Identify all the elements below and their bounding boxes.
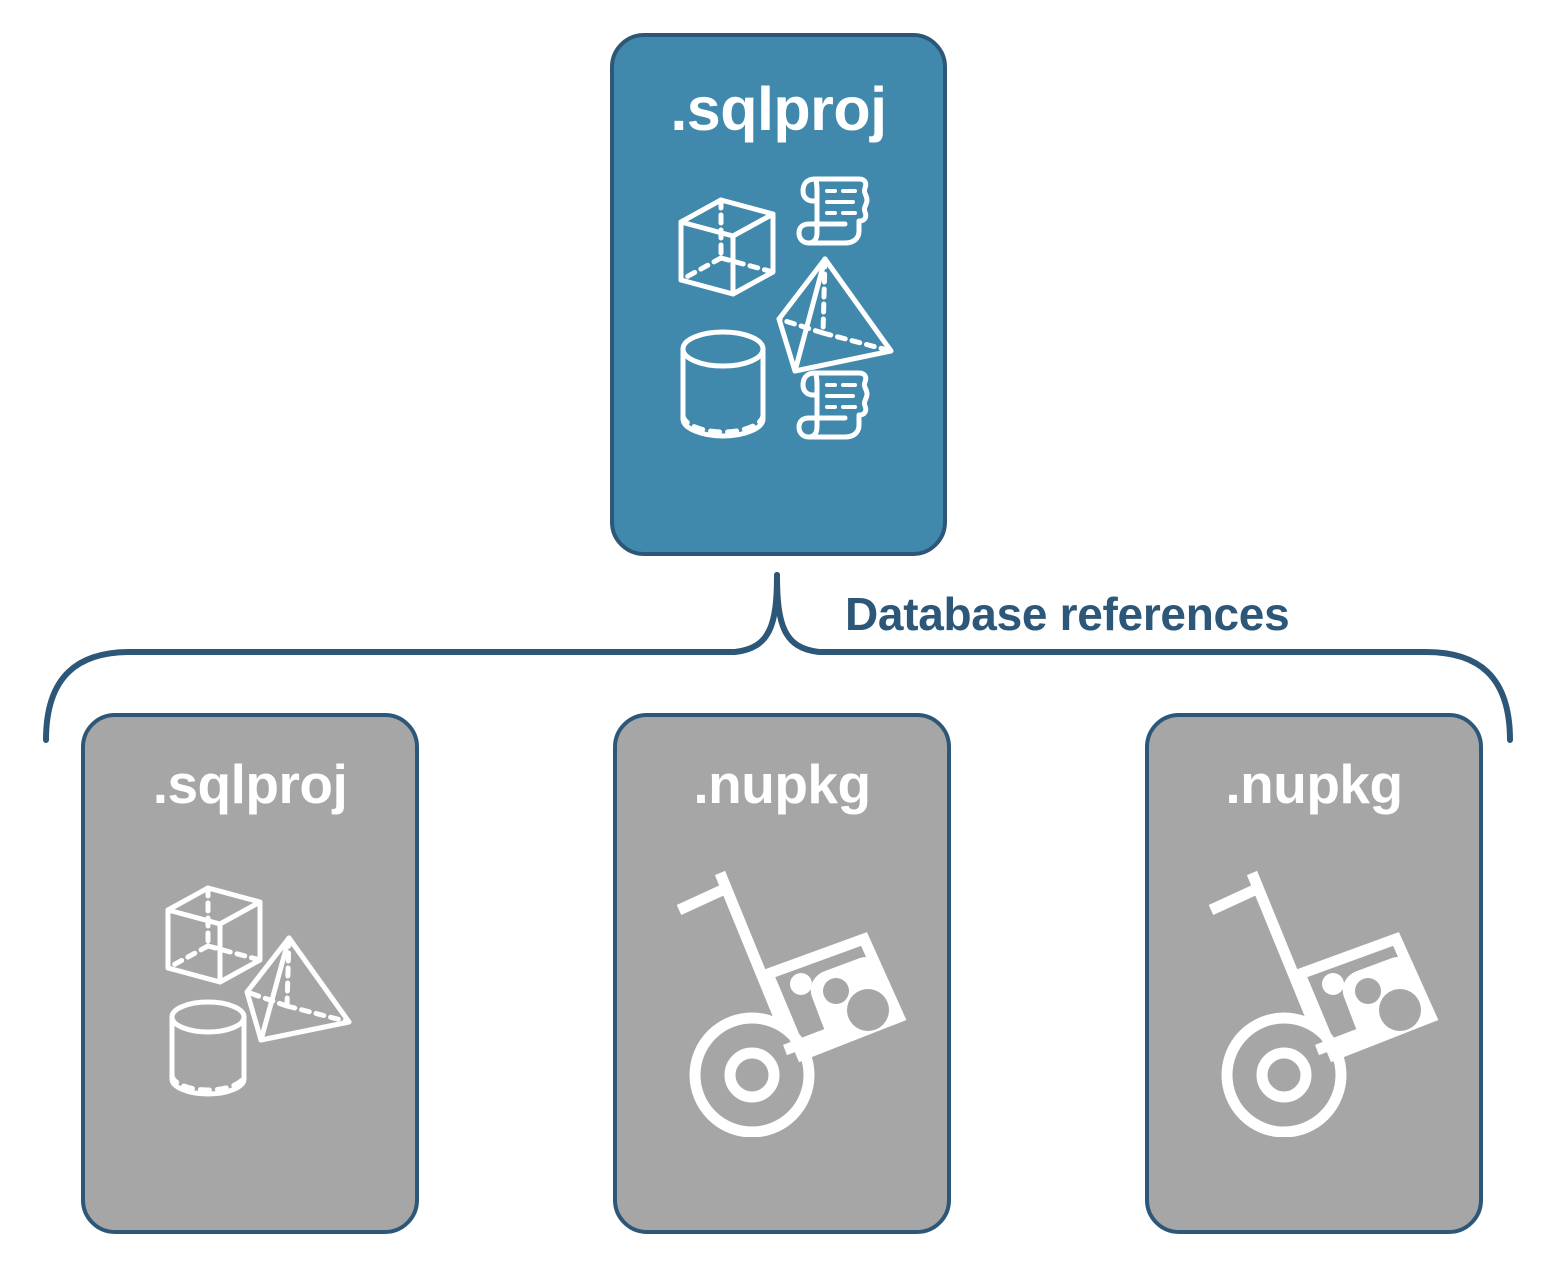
child-node-nupkg-1[interactable]: .nupkg (613, 713, 951, 1234)
cylinder-icon (169, 999, 247, 1097)
brace-label: Database references (845, 588, 1290, 640)
root-node-label: .sqlproj (670, 75, 887, 143)
scroll-icon (796, 370, 870, 440)
child-node-label-2: .nupkg (693, 753, 871, 815)
package-contents-holes (823, 978, 889, 1031)
root-icon-cluster (678, 176, 894, 440)
package-contents (1322, 956, 1430, 1043)
child-node-label-3: .nupkg (1225, 753, 1403, 815)
cube-icon (678, 197, 776, 297)
child-node-sqlproj[interactable]: .sqlproj (81, 713, 419, 1234)
child-node-label-1: .sqlproj (152, 753, 348, 815)
child-icon-cluster-shapes (165, 885, 352, 1097)
cylinder-icon (680, 329, 766, 439)
pyramid-icon (776, 256, 894, 374)
root-node-sqlproj[interactable]: .sqlproj (610, 33, 947, 556)
hand-truck-package-icon (676, 870, 907, 1137)
child-node-nupkg-2[interactable]: .nupkg (1145, 713, 1483, 1234)
pyramid-icon (244, 935, 352, 1043)
scroll-icon (796, 176, 870, 246)
package-contents-holes (1355, 978, 1421, 1031)
hand-truck-package-icon (1208, 870, 1439, 1137)
package-contents (790, 956, 898, 1043)
cube-icon (165, 885, 263, 985)
